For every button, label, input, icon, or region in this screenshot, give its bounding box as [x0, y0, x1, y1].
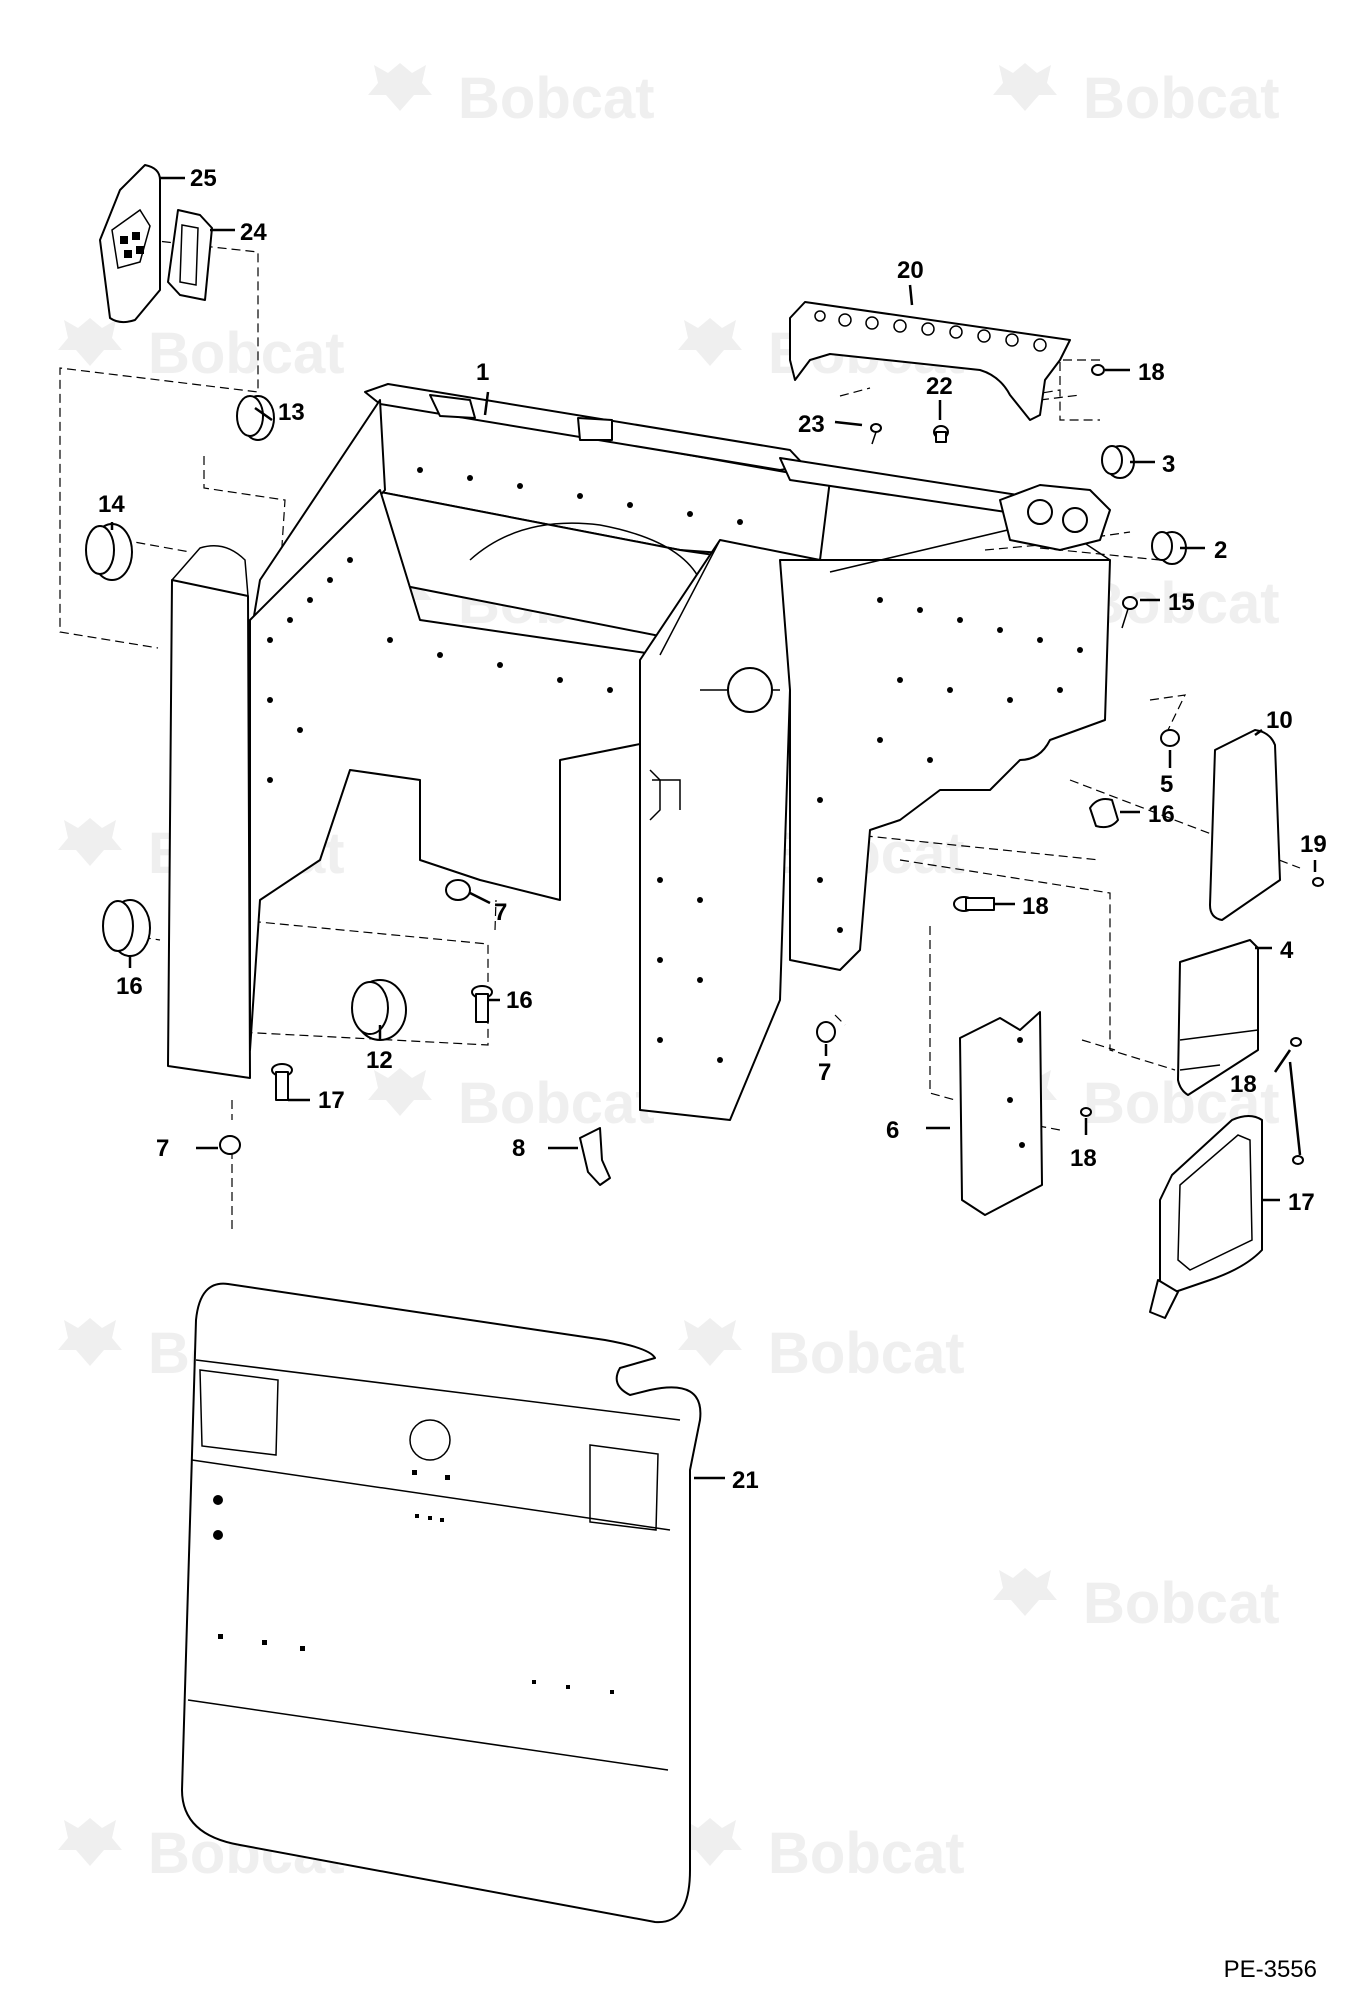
- access-cover-plate: [99, 164, 161, 324]
- screw: [1091, 364, 1105, 376]
- nut: [1160, 729, 1180, 747]
- grommet: [1089, 798, 1119, 829]
- callout-14: 16: [116, 973, 143, 1000]
- bushing: [102, 899, 151, 957]
- watermark: Bobcat: [993, 63, 1280, 131]
- svg-text:Bobcat: Bobcat: [458, 1071, 655, 1136]
- side-plate: [1177, 939, 1259, 1096]
- flange-bolt: [271, 1063, 293, 1101]
- callout-18b: 18: [1230, 1071, 1257, 1098]
- callout-22: 22: [926, 373, 953, 400]
- callout-9: 10: [1266, 707, 1293, 734]
- callout-21: 21: [732, 1467, 759, 1494]
- callout-7c: 7: [156, 1135, 169, 1162]
- bushing: [1101, 445, 1135, 479]
- callout-8: 8: [512, 1135, 525, 1162]
- callout-13: 15: [1168, 589, 1195, 616]
- watermark: Bobcat: [993, 568, 1280, 636]
- watermark: Bobcat: [678, 1318, 965, 1386]
- callout-6: 6: [886, 1117, 899, 1144]
- callout-16c: 18: [1022, 893, 1049, 920]
- screw: [1292, 1155, 1304, 1165]
- svg-text:Bobcat: Bobcat: [768, 1321, 965, 1386]
- plug: [933, 425, 949, 443]
- callout-16b: 17: [318, 1087, 345, 1114]
- bushing: [85, 523, 133, 581]
- callout-7a: 7: [494, 899, 507, 926]
- screw: [1312, 877, 1324, 887]
- bushing: [236, 395, 275, 441]
- svg-text:Bobcat: Bobcat: [458, 66, 655, 131]
- callout-4: 4: [1280, 937, 1294, 964]
- svg-text:Bobcat: Bobcat: [148, 321, 345, 386]
- callout-15: 16: [1148, 801, 1175, 828]
- drawing-number: PE-3556: [1223, 1956, 1317, 1983]
- callout-10: 12: [366, 1047, 393, 1074]
- flange-nut: [219, 1135, 241, 1155]
- callout-16a: 16: [506, 987, 533, 1014]
- callout-17: 17: [1288, 1189, 1315, 1216]
- callout-11: 13: [278, 399, 305, 426]
- watermark: Bobcat: [368, 63, 655, 131]
- svg-text:Bobcat: Bobcat: [1083, 571, 1280, 636]
- screw: [870, 423, 882, 445]
- flange-bolt: [953, 896, 995, 912]
- flange-nut: [445, 879, 471, 901]
- screw: [1290, 1037, 1302, 1047]
- screw: [1080, 1107, 1092, 1117]
- watermark: Bobcat: [678, 1818, 965, 1886]
- callout-2: 2: [1214, 537, 1227, 564]
- callout-5: 5: [1160, 771, 1173, 798]
- callout-labels: 25 24 20 18 1 22 23 3 13 14 2 15 5 16 10…: [98, 165, 1327, 1494]
- watermark: Bobcat: [368, 1068, 655, 1136]
- svg-text:Bobcat: Bobcat: [1083, 1571, 1280, 1636]
- frame-holes: [267, 467, 1083, 1063]
- bushing: [351, 979, 407, 1041]
- watermark: Bobcat: [993, 1568, 1280, 1636]
- flange-nut: [816, 1021, 836, 1043]
- watermark: Bobcat: [58, 318, 345, 386]
- main-frame: [167, 383, 1111, 1121]
- svg-text:Bobcat: Bobcat: [768, 1821, 965, 1886]
- callout-24: 24: [240, 219, 267, 246]
- rear-panel: [181, 1282, 702, 1924]
- callout-3: 3: [1162, 451, 1175, 478]
- callout-20: 20: [897, 257, 924, 284]
- leader-lines: [110, 176, 1317, 1480]
- filter-cover: [1149, 1115, 1263, 1319]
- callout-18c: 18: [1070, 1145, 1097, 1172]
- bolt: [1121, 596, 1138, 629]
- callout-18a: 18: [1138, 359, 1165, 386]
- side-cover: [1209, 729, 1281, 921]
- callout-1: 1: [476, 359, 489, 386]
- callout-19: 19: [1300, 831, 1327, 858]
- flange-bolt: [471, 985, 493, 1023]
- clip: [579, 1127, 611, 1186]
- callout-7b: 7: [818, 1059, 831, 1086]
- callout-23: 23: [798, 411, 825, 438]
- svg-text:Bobcat: Bobcat: [1083, 66, 1280, 131]
- gasket: [167, 209, 213, 301]
- upper-bracket: [789, 301, 1071, 421]
- callout-12: 14: [98, 491, 125, 518]
- side-plate: [959, 1011, 1043, 1216]
- callout-25: 25: [190, 165, 217, 192]
